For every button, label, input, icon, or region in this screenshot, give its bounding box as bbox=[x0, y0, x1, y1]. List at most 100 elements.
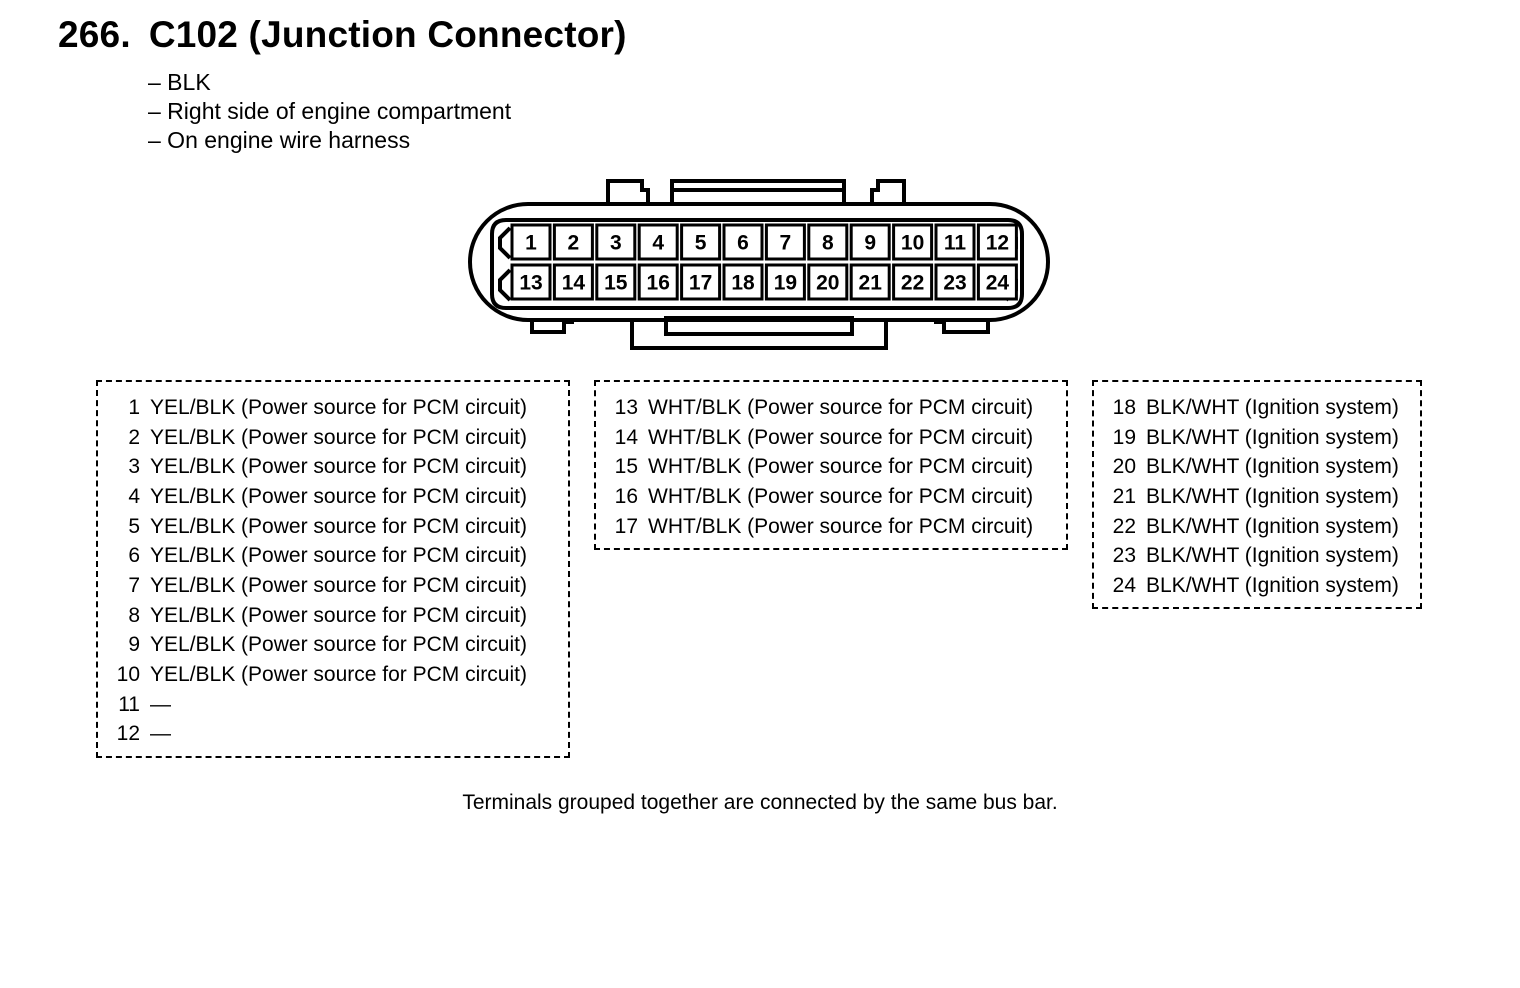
terminal-cavity-24 bbox=[976, 263, 1018, 301]
terminal-number: 4 bbox=[652, 232, 664, 255]
terminal-wire-description: YEL/BLK (Power source for PCM circuit) bbox=[150, 633, 527, 657]
terminal-pin-number: 12 bbox=[116, 722, 140, 746]
terminal-row: 5 YEL/BLK (Power source for PCM circuit) bbox=[98, 512, 568, 542]
top-right-tab bbox=[870, 179, 906, 204]
terminal-number: 22 bbox=[901, 272, 924, 295]
terminal-number: 8 bbox=[822, 232, 834, 255]
terminal-wire-description: WHT/BLK (Power source for PCM circuit) bbox=[648, 395, 1034, 419]
terminal-number: 9 bbox=[864, 232, 876, 255]
terminal-wire-description: WHT/BLK (Power source for PCM circuit) bbox=[648, 484, 1034, 508]
terminal-cavity bbox=[490, 218, 1024, 310]
terminal-cavity-20 bbox=[807, 263, 849, 301]
terminal-cavity-18 bbox=[722, 263, 764, 301]
terminal-number: 14 bbox=[562, 272, 586, 295]
terminal-wire-description: YEL/BLK (Power source for PCM circuit) bbox=[150, 395, 527, 419]
terminal-pin-number: 11 bbox=[118, 692, 140, 716]
terminal-pin-number: 1 bbox=[128, 395, 140, 419]
top-left-tab bbox=[606, 179, 650, 204]
terminal-wire-description: YEL/BLK (Power source for PCM circuit) bbox=[150, 573, 527, 597]
terminal-pin-number: 13 bbox=[614, 395, 638, 419]
terminal-pin-number: 8 bbox=[128, 603, 140, 627]
terminal-wire-description: — bbox=[150, 722, 171, 746]
connector-housing bbox=[468, 202, 1050, 322]
terminal-wire-description: BLK/WHT (Ignition system) bbox=[1146, 425, 1399, 449]
terminal-row: 15 WHT/BLK (Power source for PCM circuit) bbox=[596, 452, 1066, 482]
terminal-pin-number: 5 bbox=[128, 514, 140, 538]
terminal-cavity-9 bbox=[849, 223, 891, 261]
terminal-cavity-10 bbox=[892, 223, 934, 261]
terminal-cavity-23 bbox=[934, 263, 976, 301]
terminal-wire-description: BLK/WHT (Ignition system) bbox=[1146, 573, 1399, 597]
terminal-pin-number: 23 bbox=[1112, 544, 1136, 568]
terminal-row: 24 BLK/WHT (Ignition system) bbox=[1094, 571, 1420, 601]
terminal-number: 7 bbox=[780, 232, 792, 255]
terminal-cavity-19 bbox=[764, 263, 806, 301]
terminal-number: 5 bbox=[695, 232, 707, 255]
terminal-pin-number: 14 bbox=[614, 425, 638, 449]
terminal-cavity-15 bbox=[595, 263, 637, 301]
terminal-number: 23 bbox=[943, 272, 966, 295]
terminal-cavity-16 bbox=[637, 263, 679, 301]
terminal-wire-description: BLK/WHT (Ignition system) bbox=[1146, 514, 1399, 538]
terminal-cavity-1 bbox=[510, 223, 552, 261]
terminal-pin-number: 20 bbox=[1112, 455, 1136, 479]
terminal-wire-description: BLK/WHT (Ignition system) bbox=[1146, 395, 1399, 419]
terminal-wire-description: YEL/BLK (Power source for PCM circuit) bbox=[150, 663, 527, 687]
page-title: 266. C102 (Junction Connector) bbox=[58, 14, 627, 56]
terminal-cavity-12 bbox=[976, 223, 1018, 261]
terminal-row: 7 YEL/BLK (Power source for PCM circuit) bbox=[98, 571, 568, 601]
terminal-wire-description: WHT/BLK (Power source for PCM circuit) bbox=[648, 455, 1034, 479]
footnote: Terminals grouped together are connected… bbox=[462, 791, 1058, 814]
terminal-wire-description: YEL/BLK (Power source for PCM circuit) bbox=[150, 484, 527, 508]
terminal-wire-description: BLK/WHT (Ignition system) bbox=[1146, 455, 1399, 479]
terminal-cavity-17 bbox=[680, 263, 722, 301]
note-location: – Right side of engine compartment bbox=[148, 98, 512, 124]
terminal-cavity-2 bbox=[552, 223, 594, 261]
terminal-pin-number: 18 bbox=[1112, 395, 1136, 419]
terminal-number: 6 bbox=[737, 232, 749, 255]
terminal-number: 13 bbox=[519, 272, 542, 295]
title-text: C102 (Junction Connector) bbox=[148, 14, 627, 55]
terminal-number: 2 bbox=[568, 232, 580, 255]
terminal-row: 20 BLK/WHT (Ignition system) bbox=[1094, 452, 1420, 482]
terminal-number: 18 bbox=[731, 272, 755, 295]
top-center-rib bbox=[670, 179, 846, 206]
terminal-wire-description: YEL/BLK (Power source for PCM circuit) bbox=[150, 544, 527, 568]
note-color: – BLK bbox=[148, 69, 211, 95]
terminal-pin-number: 19 bbox=[1112, 425, 1136, 449]
terminal-number: 1 bbox=[525, 232, 537, 255]
terminal-pin-number: 21 bbox=[1112, 484, 1136, 508]
title-number: 266. bbox=[58, 14, 131, 55]
terminal-wire-description: YEL/BLK (Power source for PCM circuit) bbox=[150, 514, 527, 538]
terminal-cavity-22 bbox=[892, 263, 934, 301]
terminal-number: 24 bbox=[986, 272, 1010, 295]
terminal-row: 4 YEL/BLK (Power source for PCM circuit) bbox=[98, 482, 568, 512]
terminal-number: 12 bbox=[986, 232, 1009, 255]
terminal-row: 16 WHT/BLK (Power source for PCM circuit) bbox=[596, 482, 1066, 512]
terminal-pin-number: 17 bbox=[614, 514, 638, 538]
terminal-wire-description: YEL/BLK (Power source for PCM circuit) bbox=[150, 603, 527, 627]
terminal-number: 21 bbox=[859, 272, 883, 295]
terminal-cavity-13 bbox=[510, 263, 552, 301]
terminal-pin-number: 15 bbox=[614, 455, 638, 479]
terminal-pin-number: 24 bbox=[1112, 573, 1136, 597]
terminal-pin-number: 7 bbox=[128, 573, 140, 597]
terminal-number: 10 bbox=[901, 232, 924, 255]
terminal-cavity-6 bbox=[722, 223, 764, 261]
terminal-pin-number: 3 bbox=[128, 455, 140, 479]
terminal-pin-number: 2 bbox=[128, 425, 140, 449]
terminal-pin-number: 16 bbox=[614, 484, 638, 508]
terminal-number: 20 bbox=[816, 272, 839, 295]
terminal-pin-number: 4 bbox=[128, 484, 140, 508]
